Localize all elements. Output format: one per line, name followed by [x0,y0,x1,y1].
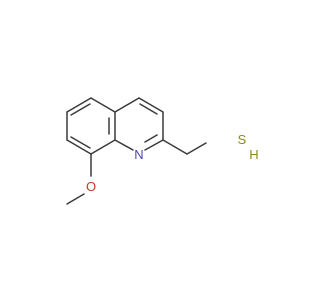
oxygen-atom-label: O [86,179,96,194]
bond [186,142,207,155]
bond [144,139,164,151]
nitrogen-atom-label: N [134,147,143,162]
bond [66,97,92,113]
bond [138,97,164,113]
bond [70,103,91,116]
bond [162,139,188,155]
bond [70,136,91,149]
quinoline-structure-diagram: N O S H [66,97,259,205]
bond [90,97,116,113]
bond [139,103,158,115]
bond [114,139,134,151]
bond [144,134,158,143]
bond [66,139,92,155]
bond [90,139,116,155]
sulfur-atom-label: S [238,132,247,147]
bond [114,97,140,113]
bond [66,193,85,205]
hydrogen-atom-label: H [249,147,258,162]
